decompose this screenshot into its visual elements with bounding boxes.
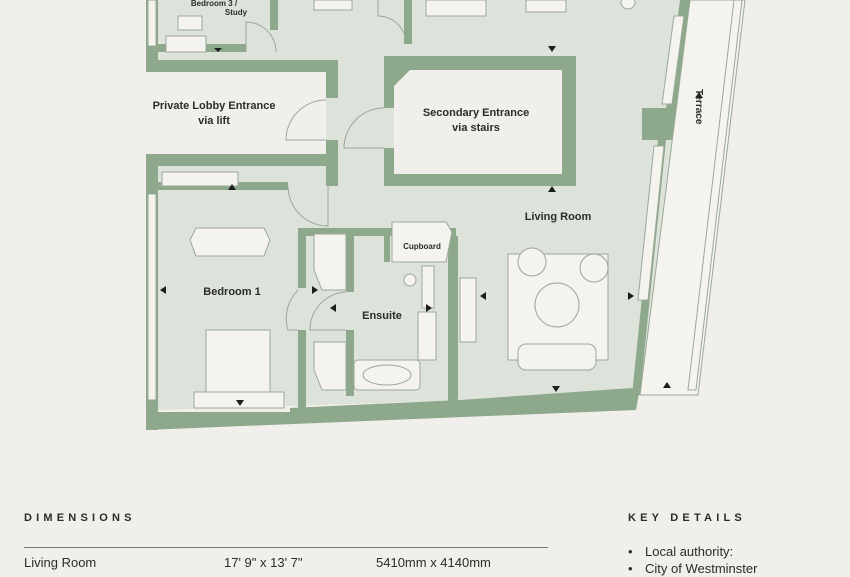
window-left-bottom [147, 193, 157, 401]
secondary-entrance-area [394, 70, 562, 174]
wall-ensuite-right [448, 236, 458, 404]
cupboard-unit [391, 221, 453, 263]
wall-ensuite-left [346, 236, 354, 292]
coffee-table [534, 282, 580, 328]
wall-bed1-right-bottom [298, 330, 306, 410]
wall-top-partition [270, 0, 278, 30]
dimension-metric: 5410mm x 4140mm [376, 555, 491, 570]
plant-top [620, 0, 636, 10]
door-hall-lower [287, 185, 329, 227]
wardrobe-top-1 [313, 0, 353, 11]
window-right-top [661, 15, 685, 105]
terrace-rail [687, 0, 743, 391]
wall-corridor [326, 166, 338, 186]
label-secondary-line2: via stairs [452, 122, 500, 134]
arrow [228, 184, 236, 190]
wardrobe-corridor-2 [313, 341, 347, 391]
doors [245, 0, 407, 331]
chair-bedroom3 [177, 15, 203, 31]
arrow [628, 292, 634, 300]
bed [205, 329, 271, 401]
arrow [330, 304, 336, 312]
dimension-arrows [160, 46, 703, 406]
wall-secondary [384, 56, 576, 186]
wall-right-pier [642, 108, 668, 140]
arrow [214, 48, 222, 52]
sofa [517, 343, 597, 371]
wardrobe-bedroom1 [161, 171, 239, 187]
window-left-top [147, 0, 157, 47]
vanity [421, 265, 435, 309]
arrow [548, 46, 556, 52]
arrow [695, 92, 703, 98]
door-ensuite [309, 291, 347, 331]
dimension-row-living-room: Living Room 17' 9" x 13' 7" 5410mm x 414… [24, 555, 624, 571]
label-secondary-line1: Secondary Entrance [423, 107, 529, 119]
armchair-right [579, 253, 609, 283]
dimension-room: Living Room [24, 555, 97, 570]
wall-ensuite-top [306, 228, 456, 236]
wardrobe-top-2 [425, 0, 487, 17]
door-top-hall [377, 0, 407, 45]
arrow [312, 286, 318, 294]
windows [147, 0, 743, 401]
label-bedroom1: Bedroom 1 [203, 286, 260, 298]
key-detail-item: Local authority: [628, 543, 757, 560]
furniture [161, 0, 636, 409]
label-bedroom3-line1: Bedroom 3 / [191, 0, 238, 8]
door-bedroom1 [285, 289, 299, 331]
wall-lobby-bottom [146, 154, 336, 166]
key-detail-item: City of Westminster [628, 560, 757, 577]
arrow [663, 382, 671, 388]
dimensions-divider [24, 547, 548, 548]
label-terrace: Terrace [693, 89, 704, 125]
wall-cupboard-divider [384, 236, 390, 262]
toilet [403, 273, 417, 287]
sideboard [459, 277, 477, 343]
label-cupboard: Cupboard [403, 242, 441, 251]
key-details-heading: KEY DETAILS [628, 512, 746, 524]
door-bedroom3 [245, 21, 277, 53]
wall-top-partition-2 [404, 0, 412, 44]
desk-bedroom3 [165, 35, 207, 53]
wall-lobby-top [146, 60, 336, 72]
room-labels: Bedroom 3 / Study Private Lobby Entrance… [153, 0, 704, 322]
label-lobby-line2: via lift [198, 115, 230, 127]
bathtub-basin [362, 364, 412, 386]
wall-ensuite-left-bottom [346, 330, 354, 396]
arrow [548, 186, 556, 192]
dimensions-heading: DIMENSIONS [24, 512, 136, 524]
label-lobby-line1: Private Lobby Entrance [153, 100, 276, 112]
key-details-list: Local authority: City of Westminster [628, 543, 757, 577]
arrow [236, 400, 244, 406]
window-right-bottom [637, 145, 665, 301]
armchair-left [517, 247, 547, 277]
label-living: Living Room [525, 211, 592, 223]
door-lobby [285, 99, 327, 141]
arrow [552, 386, 560, 392]
label-bedroom3-line2: Study [225, 8, 248, 17]
wall-bottom [146, 388, 640, 430]
dresser-bedroom1 [189, 227, 271, 257]
door-secondary [343, 107, 385, 149]
label-ensuite: Ensuite [362, 310, 402, 322]
arrow [426, 304, 432, 312]
terrace-floor [639, 0, 746, 396]
dimension-imperial: 17' 9" x 13' 7" [224, 555, 303, 570]
arrow [160, 286, 166, 294]
wall-lobby-right-bottom [326, 140, 338, 166]
wardrobe-corridor [313, 233, 347, 291]
arrow [480, 292, 486, 300]
floor-plan: Bedroom 3 / Study Private Lobby Entrance… [146, 0, 746, 430]
wall-lobby-right-top [326, 60, 338, 98]
wall-bed1-right-top [298, 228, 306, 288]
shower [417, 311, 437, 361]
lobby-area [146, 72, 326, 154]
bench-top [525, 0, 567, 13]
